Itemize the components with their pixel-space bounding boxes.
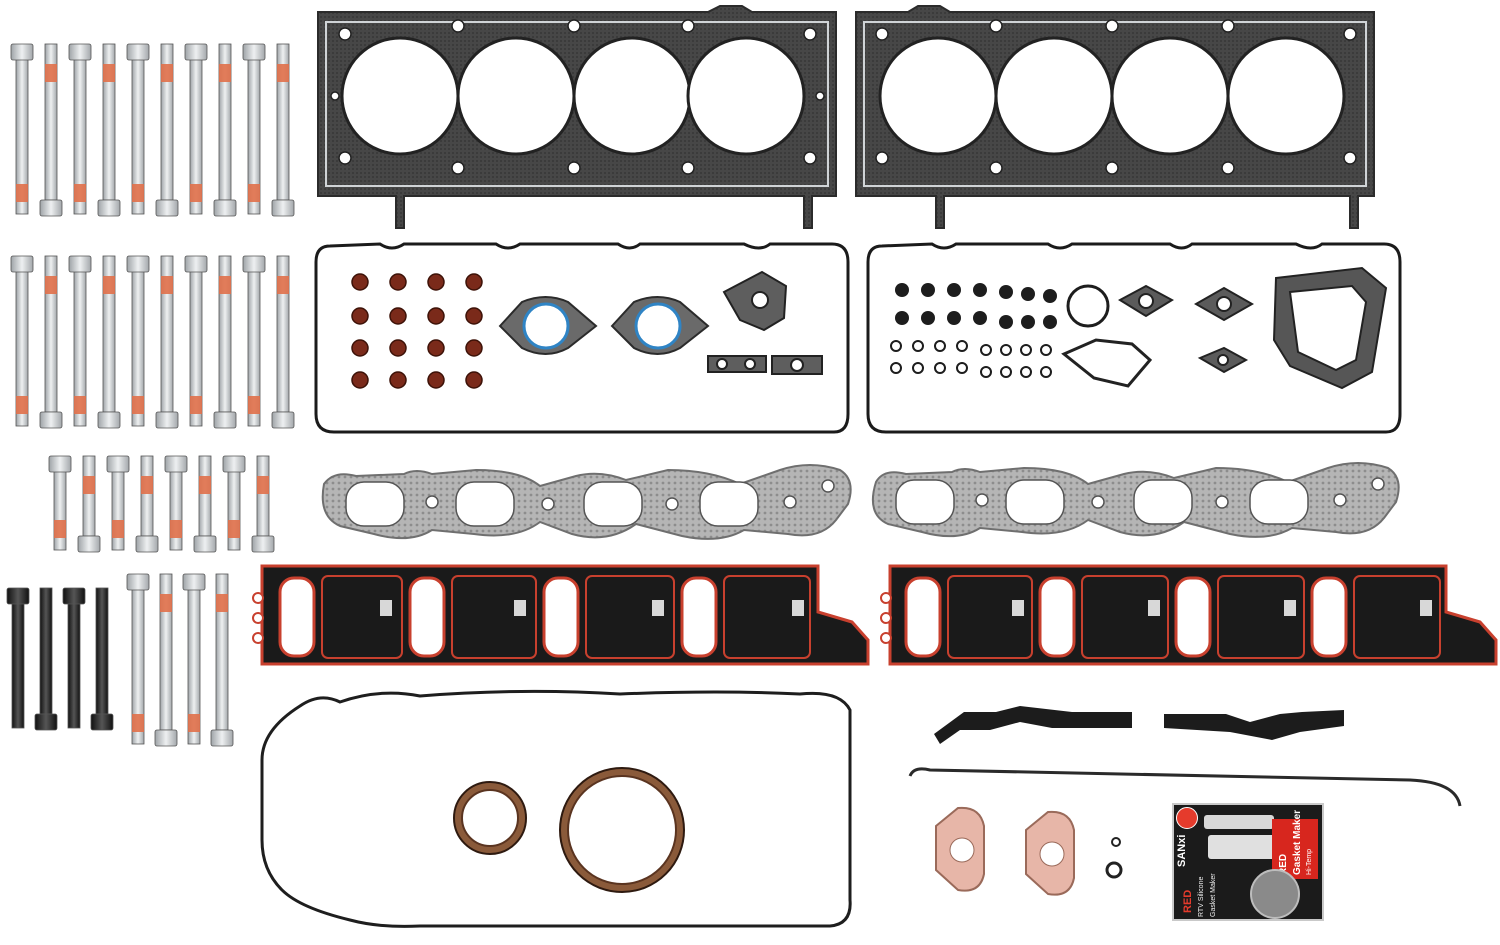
tube-text-3: Hi-Temp <box>1306 848 1313 875</box>
front-cover-wire-gasket <box>908 767 1462 807</box>
bolt <box>242 43 266 215</box>
bolt <box>97 43 121 217</box>
egr-gaskets-left <box>707 270 823 375</box>
exhaust-gasket-right <box>872 462 1400 538</box>
bolt <box>155 255 179 429</box>
valve-cover-gasket-right <box>866 242 1402 434</box>
head-gasket-left <box>317 5 837 229</box>
bolt <box>126 43 150 215</box>
intake-gasket-left <box>252 564 870 666</box>
blue-seal-gaskets <box>498 296 710 355</box>
end-seals <box>934 706 1344 744</box>
bolt <box>6 587 30 729</box>
bolt <box>213 255 237 429</box>
bolt <box>39 43 63 217</box>
bolt <box>193 455 217 553</box>
bolt <box>184 43 208 215</box>
sealant-tube-icon <box>1204 815 1274 829</box>
bolt <box>182 573 206 745</box>
misc-gaskets-right <box>1061 266 1388 390</box>
o-rings-black <box>895 283 1057 329</box>
package-red-label: RED <box>1182 889 1194 913</box>
bolt <box>210 573 234 747</box>
bolt <box>62 587 86 729</box>
bolt <box>164 455 188 551</box>
bolt <box>135 455 159 553</box>
valve-cover-gasket-left <box>314 242 850 434</box>
bolt <box>271 255 295 429</box>
o-rings-small <box>890 284 1110 378</box>
bolt <box>251 455 275 553</box>
exhaust-gasket-left <box>321 464 852 540</box>
bolt <box>34 587 58 731</box>
bolt <box>155 43 179 217</box>
bolt <box>10 43 34 215</box>
bolt <box>68 43 92 215</box>
bolt <box>106 455 130 551</box>
bolt <box>154 573 178 747</box>
brand-logo-icon <box>1176 807 1198 829</box>
bolt <box>222 455 246 551</box>
bolt <box>242 255 266 427</box>
bolt <box>39 255 63 429</box>
tube-text-2: Gasket Maker <box>1292 809 1303 875</box>
bolt <box>213 43 237 217</box>
valve-stem-seals <box>351 273 483 389</box>
bolt <box>126 255 150 427</box>
bolt <box>10 255 34 427</box>
intake-gasket-right <box>880 564 1498 666</box>
bolt <box>68 255 92 427</box>
bolt <box>77 455 101 553</box>
head-gasket-right <box>855 5 1375 229</box>
oil-pan-gasket <box>260 689 852 928</box>
bolt <box>271 43 295 217</box>
bolt <box>90 587 114 731</box>
rtv-sealant-package: SANxi RED RTV Silicone Gasket Maker RED … <box>1172 803 1324 921</box>
mascot-icon <box>1250 869 1300 919</box>
bolt <box>184 255 208 427</box>
package-line-1: RTV Silicone <box>1198 876 1205 917</box>
water-pump-gaskets <box>935 806 1123 896</box>
bolt <box>48 455 72 551</box>
bolt <box>126 573 150 745</box>
bolt <box>97 255 121 429</box>
crank-seals <box>453 767 685 893</box>
package-brand: SANxi <box>1176 834 1188 867</box>
package-line-2: Gasket Maker <box>1210 873 1217 917</box>
